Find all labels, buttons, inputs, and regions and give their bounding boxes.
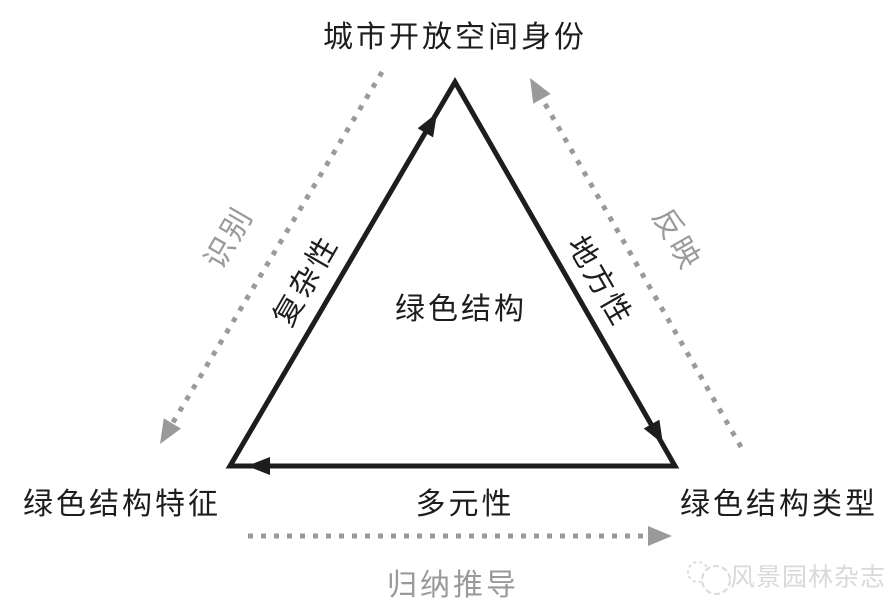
top-vertex-label: 城市开放空间身份 [323,21,587,54]
bottom-right-vertex-label: 绿色结构类型 [680,488,878,521]
arrowhead-bottom-edge-left-icon [247,457,270,475]
bottom-edge-label: 多元性 [415,488,515,521]
arrowhead-left-edge-up-icon [417,113,437,138]
journal-logo-icon [687,561,731,595]
arrowhead-reflect-icon [530,78,551,104]
bottom-process-label: 归纳推导 [387,569,519,602]
dotted-line-identify [169,70,385,426]
dotted-line-reflect [537,93,744,449]
watermark-text: 风景园林杂志 [729,563,887,592]
arrowhead-right-edge-down-icon [643,419,663,444]
center-label: 绿色结构 [395,293,527,326]
arrowhead-identify-icon [160,418,181,444]
arrowhead-derive-icon [648,526,672,546]
bottom-left-vertex-label: 绿色结构特征 [23,488,221,521]
triangle-outline [225,77,680,469]
